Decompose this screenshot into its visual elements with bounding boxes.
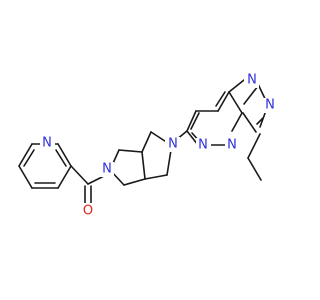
bicyclic-pyrrolidine (109, 131, 172, 186)
bond (144, 174, 168, 180)
pyridine-ring (18, 143, 72, 189)
label-bg (196, 138, 211, 153)
bond (141, 151, 146, 180)
chemical-structure-diagram: N O N N N N N N (18, 72, 278, 219)
double-bond-inner (23, 149, 35, 167)
label-bg (165, 137, 180, 152)
label-bg (244, 73, 259, 88)
label-bg (79, 203, 95, 219)
double-bond-inner (55, 149, 67, 167)
bond (217, 91, 230, 112)
label-bg (263, 98, 278, 113)
double-bond-inner (215, 91, 226, 107)
pyridazine-ring (186, 91, 243, 146)
triazole-nitrogen-2-label: N (265, 98, 275, 113)
carbonyl-oxygen-label: O (83, 204, 93, 219)
bond (70, 165, 89, 185)
ethyl-group (247, 133, 262, 181)
bond (242, 112, 257, 133)
atom-labels: N O N N N N N N (40, 73, 278, 219)
amide-nitrogen-label: N (102, 162, 112, 177)
bond (231, 112, 243, 132)
bond (18, 143, 33, 167)
bond (57, 143, 72, 167)
double-bond-inner (243, 85, 259, 105)
label-bg (40, 136, 55, 151)
bond (166, 149, 172, 176)
pyridazine-nitrogen-label: N (198, 138, 208, 153)
label-bg (225, 138, 240, 153)
bond (228, 91, 243, 114)
bond (247, 157, 262, 181)
bond (18, 165, 33, 189)
label-bg (99, 162, 114, 177)
bond (57, 165, 72, 189)
molecule-canvas: N O N N N N N N (18, 72, 278, 219)
bond (228, 79, 245, 93)
bond (118, 149, 143, 153)
bridgehead-nitrogen-label: N (227, 138, 237, 153)
double-bond-inner (190, 112, 200, 130)
bond (141, 131, 152, 153)
double-bond-inner (256, 117, 264, 125)
bond (247, 133, 261, 159)
bond (186, 110, 197, 132)
pyridine-nitrogen-label: N (42, 136, 52, 151)
bicyclic-nitrogen-label: N (168, 137, 178, 152)
triazole-nitrogen-1-label: N (247, 73, 257, 88)
bond (123, 178, 146, 186)
